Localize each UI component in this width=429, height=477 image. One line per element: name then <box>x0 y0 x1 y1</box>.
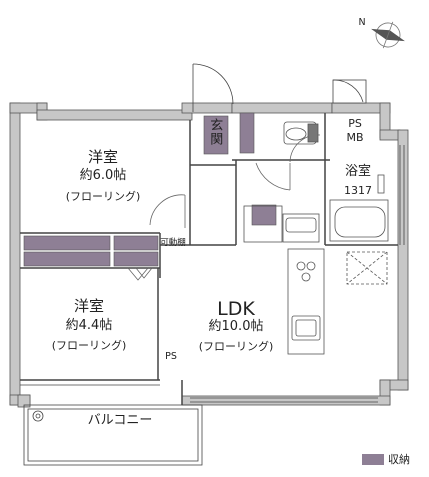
western1-name: 洋室 <box>87 148 118 166</box>
washroom-fixtures <box>243 205 320 243</box>
ldk-name: LDK <box>217 298 255 320</box>
western2-name: 洋室 <box>73 297 104 315</box>
storage-areas <box>23 112 277 267</box>
ps-label: PS <box>165 351 177 362</box>
legend-swatch <box>362 454 384 465</box>
entry-door <box>192 63 367 112</box>
interior-walls <box>20 113 398 405</box>
ldk-area: 約10.0帖 <box>208 319 264 334</box>
western2-area: 約4.4帖 <box>65 318 113 333</box>
movable-shelf-label: 可動棚 <box>160 238 186 248</box>
western2-floor: (フローリング) <box>51 339 127 352</box>
toilet-fixture <box>283 121 319 145</box>
western1-area: 約6.0帖 <box>79 168 127 183</box>
outer-walls <box>9 102 409 408</box>
compass-north-label: N <box>358 17 366 28</box>
ldk-floor: (フローリング) <box>198 340 274 353</box>
psmb-line1: PS <box>348 117 362 130</box>
entrance-name: 玄関 <box>207 118 223 146</box>
bathtub <box>329 174 389 242</box>
legend-storage-label: 収納 <box>388 453 410 466</box>
windows <box>20 145 405 403</box>
balcony-name: バルコニー <box>87 413 153 428</box>
bath-name: 浴室 <box>344 164 371 179</box>
balcony-outline <box>23 404 203 466</box>
bath-size: 1317 <box>344 184 372 197</box>
compass-icon <box>371 21 405 49</box>
psmb-line2: MB <box>346 131 364 144</box>
western1-floor: (フローリング) <box>65 190 141 203</box>
kitchen-counter <box>287 248 388 355</box>
